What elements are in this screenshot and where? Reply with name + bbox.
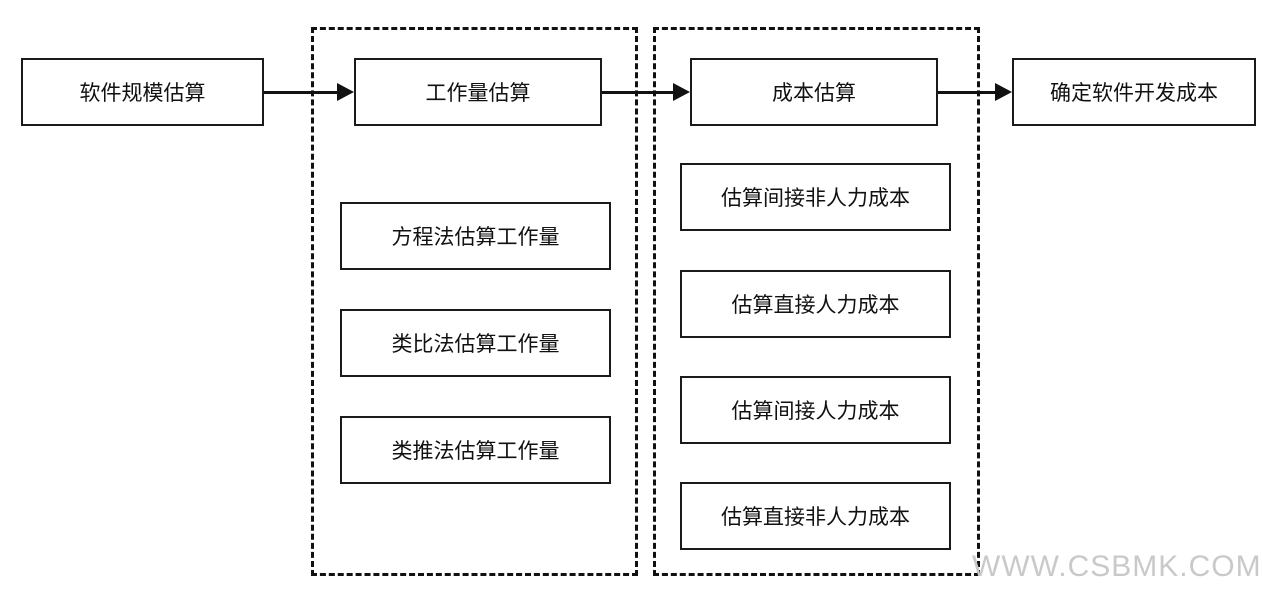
node-cost-direct-labor: 估算直接人力成本 [680,270,951,338]
node-software-size-estimation: 软件规模估算 [21,58,264,126]
node-effort-estimation: 工作量估算 [354,58,602,126]
node-cost-indirect-labor: 估算间接人力成本 [680,376,951,444]
effort-estimation-group-frame [311,27,638,576]
node-cost-indirect-nonlabor: 估算间接非人力成本 [680,163,951,231]
node-effort-method-extrapolation: 类推法估算工作量 [340,416,611,484]
node-effort-method-analogy: 类比法估算工作量 [340,309,611,377]
node-cost-direct-nonlabor: 估算直接非人力成本 [680,482,951,550]
watermark: WWW.CSBMK.COM [972,550,1262,583]
node-determine-dev-cost: 确定软件开发成本 [1012,58,1256,126]
node-cost-estimation: 成本估算 [690,58,938,126]
cost-estimation-group-frame [653,27,980,576]
node-effort-method-equation: 方程法估算工作量 [340,202,611,270]
